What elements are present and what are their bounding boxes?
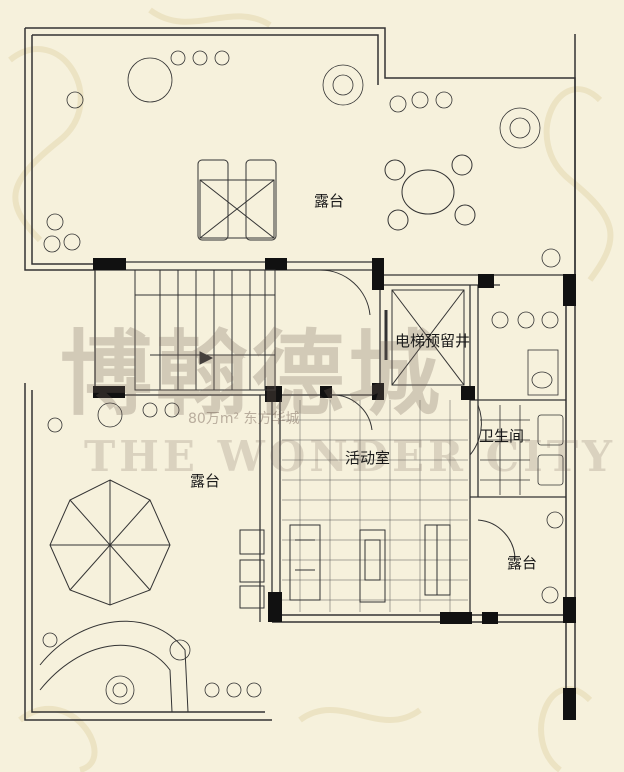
background-pattern [8,7,614,772]
door-swings [319,269,516,561]
label-bathroom: 卫生间 [479,427,525,445]
watermark-english: THE WONDER CITY [84,432,616,481]
planting [42,50,564,705]
label-terrace-right: 露台 [507,554,538,572]
outer-walls [24,27,576,721]
staircase [134,269,276,391]
wall-pillars [93,258,576,720]
side-loungers [239,529,265,609]
umbrella [49,479,171,606]
garden-path [39,620,189,713]
label-activity-room: 活动室 [345,449,391,467]
elevator-shaft [384,289,465,386]
lounge-chairs [197,159,277,241]
outdoor-table [384,154,476,231]
label-terrace-left: 露台 [190,472,221,490]
label-elevator: 电梯预留井 [395,332,471,350]
watermark-chinese: 博翰德城 [60,320,445,428]
gym-equipment [289,524,451,603]
bathroom-fixtures [480,349,564,495]
label-terrace-top: 露台 [314,192,345,210]
watermark-subtitle: 80万m² 东方华城 [188,411,300,427]
